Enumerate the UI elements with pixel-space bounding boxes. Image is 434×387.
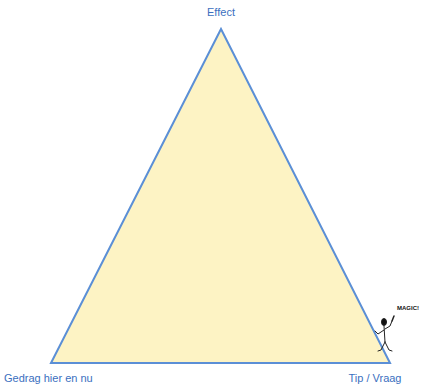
figure-caption: MAGIC! — [397, 305, 419, 312]
figure-body — [384, 326, 385, 342]
vertex-label: Gedrag hier en nu — [4, 372, 93, 385]
figure-leg — [385, 342, 392, 351]
stick-figure — [375, 316, 394, 351]
figure-arm — [375, 330, 384, 334]
figure-arm — [385, 321, 392, 329]
wand — [392, 316, 394, 321]
vertex-label: Effect — [207, 6, 235, 19]
figure-leg — [378, 342, 385, 351]
figure-head — [382, 319, 387, 326]
triangle — [51, 29, 390, 363]
vertex-label: Tip / Vraag — [349, 372, 402, 385]
